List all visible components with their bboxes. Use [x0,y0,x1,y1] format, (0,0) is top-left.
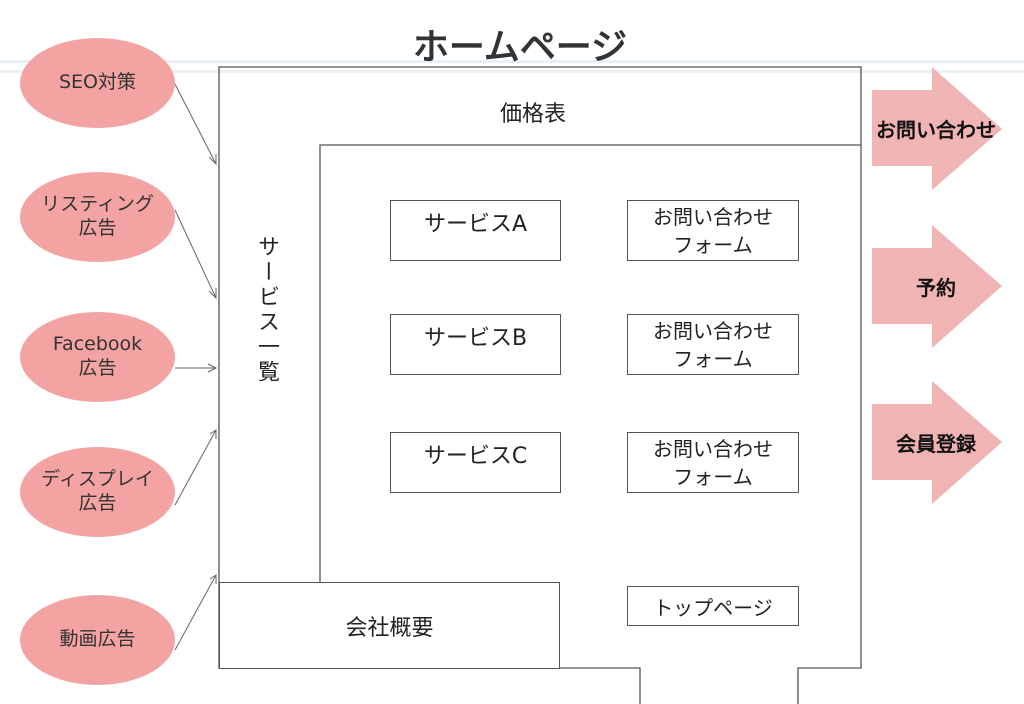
channel-label: 広告 [78,492,117,514]
conversion-reservation: 予約 [866,268,1006,304]
channel-video-ads: 動画広告 [20,595,175,685]
service-box-c: サービスC [390,432,561,493]
connector-video [174,574,217,651]
homepage-frame [218,66,862,704]
channel-connectors [174,83,217,651]
conversion-label: 予約 [916,275,956,300]
form-label: フォーム [673,464,753,489]
form-label: フォーム [673,346,753,371]
channel-display-ads: ディスプレイ 広告 [20,447,175,537]
channel-label: 広告 [78,357,117,379]
channel-seo: SEO対策 [20,38,175,128]
form-label: お問い合わせ [653,436,773,461]
conversion-arrow-icon [872,381,1002,504]
diagram-title: ホームページ [412,26,628,68]
conversion-arrow-icon [872,67,1002,190]
channel-label: SEO対策 [58,71,137,94]
background-stripe [0,70,1024,73]
channel-label: ディスプレイ [41,468,154,491]
form-label: フォーム [673,232,753,257]
channel-listing-ads: リスティング 広告 [20,172,175,262]
service-box-a: サービスA [390,200,561,261]
conversion-arrow-icon [872,225,1002,348]
channel-label: Facebook [52,333,143,356]
channel-label: 広告 [78,217,117,239]
channel-label: リスティング [41,193,154,216]
inquiry-form-box: お問い合わせフォーム [627,314,799,375]
service-box-b: サービスB [390,314,561,375]
arrowhead-icon [207,363,218,373]
background-stripe [0,60,1024,63]
connector-display [174,429,217,506]
arrowhead-icon [209,574,217,584]
conversion-label: お問い合わせ [876,117,996,142]
form-label: お問い合わせ [653,318,773,343]
inquiry-form-box: お問い合わせフォーム [627,200,799,261]
inquiry-form-box: お問い合わせフォーム [627,432,799,493]
service-area-frame [319,144,861,582]
service-list-label: サービス一覧 [254,235,279,385]
conversion-member-registration: 会員登録 [866,424,1006,460]
conversion-label: 会員登録 [896,431,976,456]
channel-label: 動画広告 [59,628,136,651]
arrowhead-icon [209,429,217,439]
top-page-box: トップページ [627,586,799,626]
conversion-arrows [872,67,1002,504]
form-label: お問い合わせ [653,204,773,229]
arrowhead-icon [208,154,217,166]
channel-facebook-ads: Facebook 広告 [20,312,175,402]
price-table-label: 価格表 [500,102,567,127]
connector-listing [174,209,217,299]
connector-seo [174,83,217,165]
conversion-inquiry: お問い合わせ [866,110,1006,146]
company-overview-box: 会社概要 [219,582,560,669]
connector-arrowheads [207,154,218,584]
arrowhead-icon [208,288,217,300]
